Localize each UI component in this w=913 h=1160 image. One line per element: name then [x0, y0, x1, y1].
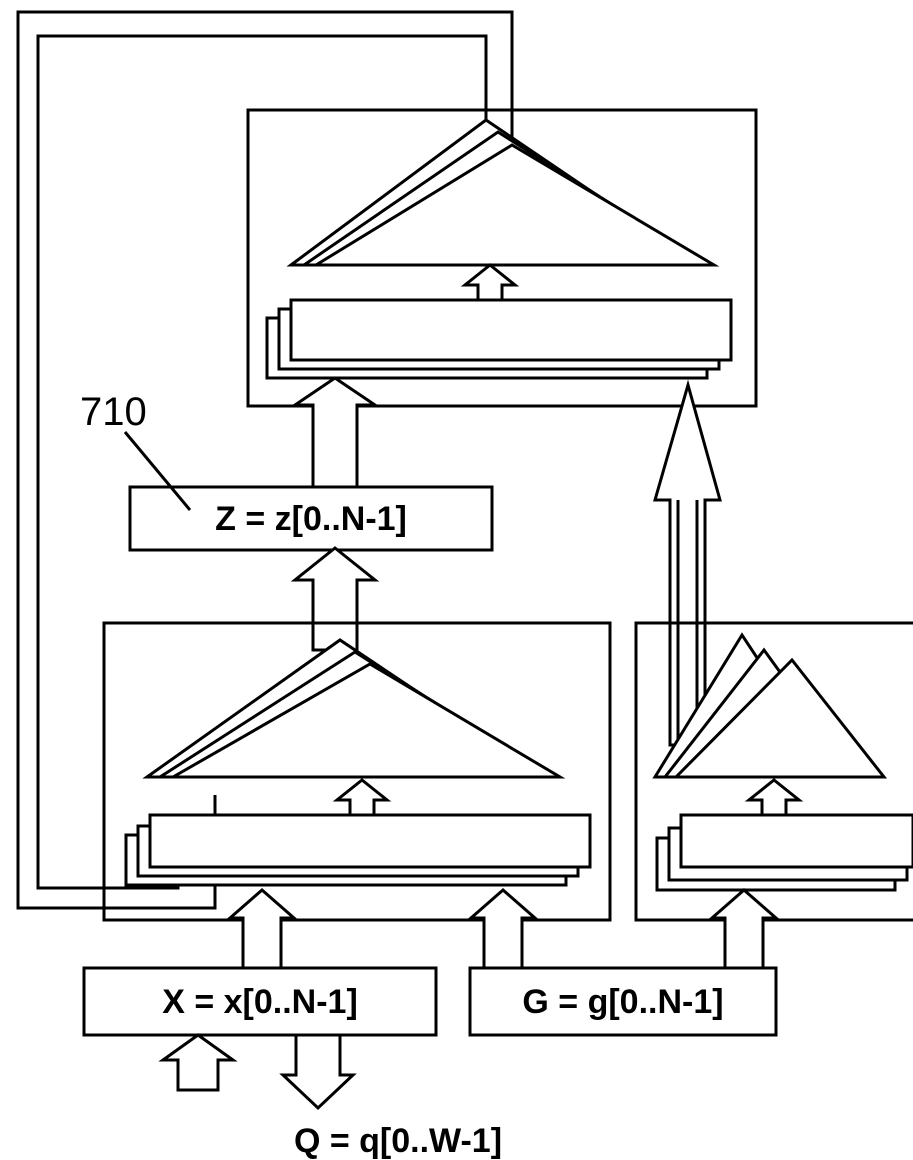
top-register-stack — [265, 298, 733, 380]
reference-number: 710 — [80, 390, 147, 434]
z-register-label: Z = z[0..N-1] — [215, 500, 407, 538]
right-inner-arrow — [744, 778, 804, 817]
top-inner-arrow — [460, 263, 520, 302]
right-triangle-stack — [652, 632, 888, 779]
g-register: G = g[0..N-1] — [468, 966, 778, 1037]
left-inner-arrow — [332, 778, 392, 817]
x-to-q-arrow — [279, 1033, 357, 1111]
bottom-left-processing-unit — [102, 621, 612, 922]
bottom-right-processing-unit — [634, 621, 913, 922]
q-output-label: Q = q[0..W-1] — [294, 1122, 502, 1160]
right-register-stack — [655, 813, 913, 892]
reference-leader-line — [123, 431, 192, 511]
z-register: Z = z[0..N-1] — [128, 485, 494, 552]
left-triangle-stack — [142, 638, 566, 779]
top-processing-unit — [246, 108, 758, 408]
left-unit-to-z-arrow — [290, 546, 380, 652]
top-triangle-stack — [286, 118, 720, 267]
feedback-to-x-arrow — [158, 1033, 238, 1092]
x-register-label: X = x[0..N-1] — [162, 983, 358, 1021]
x-register: X = x[0..N-1] — [82, 966, 438, 1037]
g-to-right-unit-arrow — [708, 888, 780, 970]
g-register-label: G = g[0..N-1] — [522, 983, 723, 1021]
z-to-top-arrow — [290, 376, 380, 489]
g-to-left-unit-arrow — [467, 888, 539, 970]
left-register-stack — [124, 813, 592, 887]
x-to-left-unit-arrow — [226, 888, 298, 970]
feedback-loop — [16, 10, 514, 910]
